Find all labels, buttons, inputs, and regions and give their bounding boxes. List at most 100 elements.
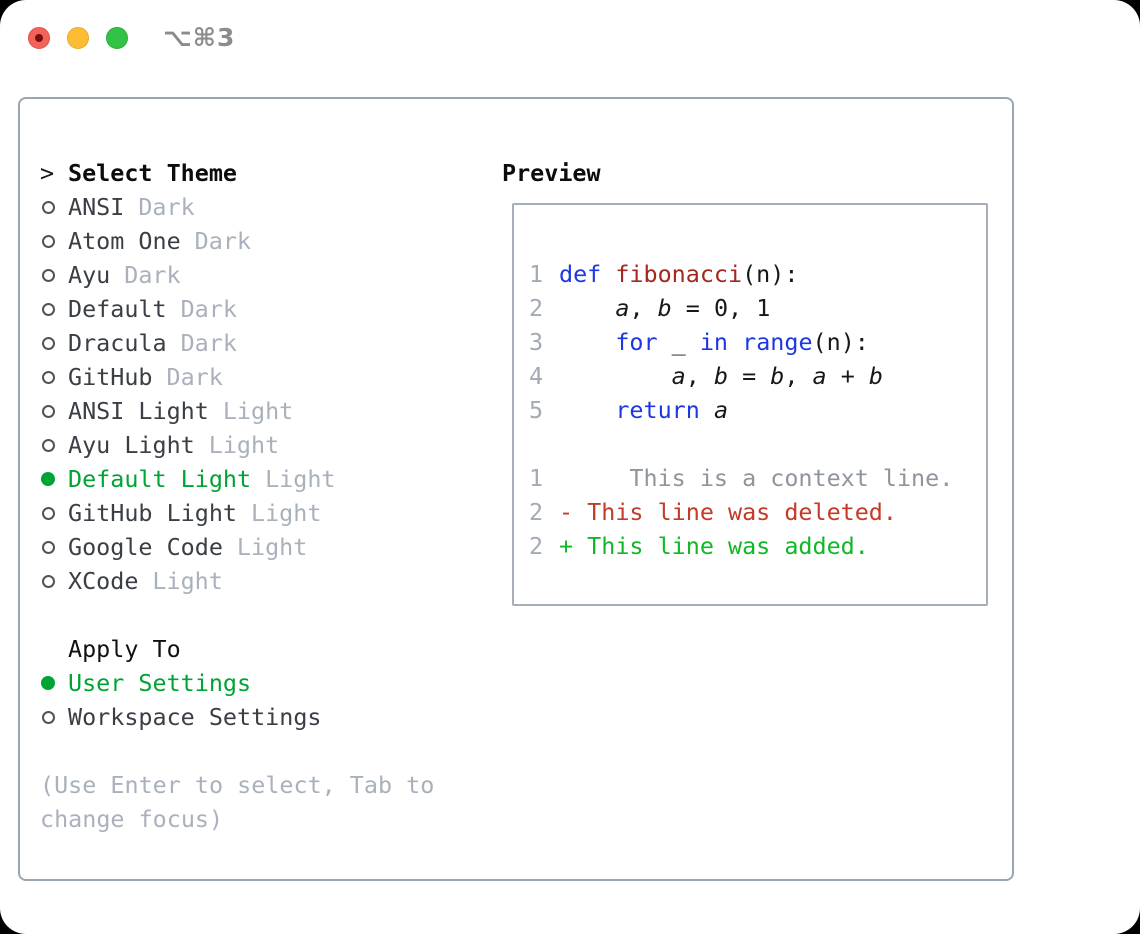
radio-icon [40,710,68,724]
line-content: return a [615,396,729,424]
theme-variant-tag: Light [208,431,280,459]
theme-variant-tag: Dark [166,363,223,391]
line-number: 4 [529,362,544,390]
line-number: 5 [529,396,544,424]
theme-name: Ayu Light [68,431,195,459]
preview-blank-line [529,223,986,257]
help-text-line-1: (Use Enter to select, Tab to [40,771,435,799]
radio-selected-icon [40,676,68,690]
theme-option-default-light-light[interactable]: Default Light Light [40,462,434,496]
line-content: + This line was added. [559,532,869,560]
theme-name: GitHub [68,363,153,391]
theme-name: Dracula [68,329,167,357]
cursor-caret-icon: > [40,159,55,187]
line-content: This is a context line. [559,464,954,492]
radio-icon [40,268,68,282]
preview-code-line: 3 for _ in range(n): [529,325,986,359]
apply-to-title: Apply To [68,635,181,663]
theme-variant-tag: Light [152,567,223,595]
help-text-line-2: change focus) [40,805,224,833]
spacer [40,734,434,768]
close-dot-icon [35,34,43,42]
line-number: 1 [529,260,544,288]
radio-icon [40,404,68,418]
apply-option-label: User Settings [68,669,252,697]
theme-option-default-dark[interactable]: Default Dark [40,292,434,326]
preview-code-line: 5 return a [529,393,986,427]
theme-variant-tag: Light [265,465,336,493]
theme-variant-tag: Light [222,397,294,425]
theme-variant-tag: Dark [138,193,195,221]
theme-option-atom-one-dark[interactable]: Atom One Dark [40,224,434,258]
theme-variant-tag: Dark [124,261,181,289]
preview-added-line: 2 + This line was added. [529,529,986,563]
line-number: 2 [529,532,544,560]
line-content: a, b = b, a + b [671,362,883,390]
theme-name: Atom One [68,227,181,255]
preview-blank-line [529,427,986,461]
theme-option-dracula-dark[interactable]: Dracula Dark [40,326,434,360]
keyboard-shortcut-label: ⌥⌘3 [163,23,236,52]
radio-icon [40,302,68,316]
apply-option-user-settings[interactable]: User Settings [40,666,434,700]
theme-name: Ayu [68,261,111,289]
select-theme-title: Select Theme [68,159,237,187]
radio-icon [40,234,68,248]
theme-variant-tag: Light [251,499,322,527]
preview-context-line: 1 This is a context line. [529,461,986,495]
theme-option-ayu-dark[interactable]: Ayu Dark [40,258,434,292]
zoom-button-icon[interactable] [106,27,128,49]
close-button-icon[interactable] [28,27,50,49]
preview-code-line: 2 a, b = 0, 1 [529,291,986,325]
radio-icon [40,200,68,214]
apply-option-workspace-settings[interactable]: Workspace Settings [40,700,434,734]
preview-code-line: 4 a, b = b, a + b [529,359,986,393]
theme-option-ansi-light-light[interactable]: ANSI Light Light [40,394,434,428]
theme-option-xcode-light[interactable]: XCode Light [40,564,434,598]
radio-icon [40,574,68,588]
theme-name: Default [68,295,167,323]
preview-title: Preview [502,159,601,187]
theme-name: Default Light [68,465,252,493]
line-content: def fibonacci(n): [559,260,799,288]
line-number: 1 [529,464,544,492]
line-number: 3 [529,328,544,356]
spacer [40,598,434,632]
titlebar: ⌥⌘3 [0,0,1140,76]
theme-option-github-dark[interactable]: GitHub Dark [40,360,434,394]
theme-name: GitHub Light [68,499,237,527]
theme-option-github-light-light[interactable]: GitHub Light Light [40,496,434,530]
radio-icon [40,336,68,350]
theme-name: ANSI Light [68,397,209,425]
radio-icon [40,540,68,554]
theme-name: ANSI [68,193,125,221]
theme-option-ansi-dark[interactable]: ANSI Dark [40,190,434,224]
radio-icon [40,438,68,452]
line-content: - This line was deleted. [559,498,897,526]
theme-variant-tag: Dark [194,227,252,255]
preview-code-line: 1 def fibonacci(n): [529,257,986,291]
theme-variant-tag: Light [236,533,308,561]
minimize-button-icon[interactable] [67,27,89,49]
line-number: 2 [529,498,544,526]
theme-name: XCode [68,567,139,595]
theme-variant-tag: Dark [180,295,237,323]
radio-selected-icon [40,472,68,486]
apply-to-header: Apply To [40,632,434,666]
line-number: 2 [529,294,544,322]
preview-deleted-line: 2 - This line was deleted. [529,495,986,529]
line-content: for _ in range(n): [615,328,869,356]
theme-variant-tag: Dark [180,329,237,357]
select-theme-header: > Select Theme [40,156,434,190]
theme-option-ayu-light-light[interactable]: Ayu Light Light [40,428,434,462]
line-content: a, b = 0, 1 [615,294,771,322]
radio-icon [40,370,68,384]
